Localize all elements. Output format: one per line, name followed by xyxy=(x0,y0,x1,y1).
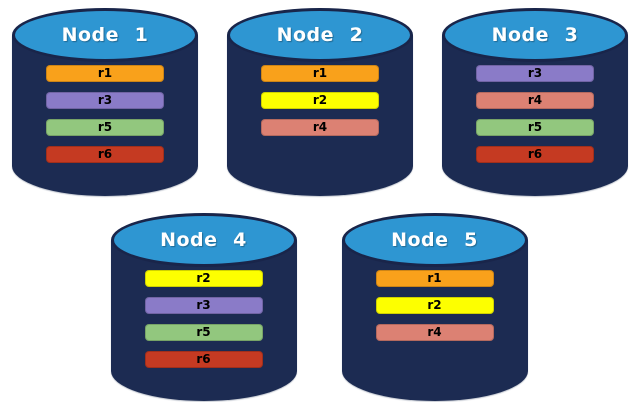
node-5: r1 r2 r4 Node 5 xyxy=(341,213,528,401)
replica-bar-r6: r6 xyxy=(144,351,263,368)
replica-label: r4 xyxy=(312,120,328,134)
replica-bar-r2: r2 xyxy=(375,297,494,314)
replica-bar-r6: r6 xyxy=(46,146,164,163)
bottom-row: r2 r3 r5 r6 Node 4 r1 r2 r4 Node 5 xyxy=(0,213,638,401)
replica-bar-r5: r5 xyxy=(144,324,263,341)
node-2: r1 r2 r4 Node 2 xyxy=(227,8,413,196)
replica-bar-r5: r5 xyxy=(476,119,594,136)
cylinder-body xyxy=(341,240,528,401)
node-title: Node 2 xyxy=(276,24,364,46)
replica-list: r1 r3 r5 r6 xyxy=(12,65,198,173)
replica-bar-r1: r1 xyxy=(46,65,164,82)
replica-bar-r2: r2 xyxy=(144,270,263,287)
replica-label: r3 xyxy=(527,66,543,80)
cylinder-top: Node 1 xyxy=(12,8,198,62)
replica-label: r1 xyxy=(427,271,442,285)
node-title: Node 4 xyxy=(160,229,247,251)
replica-label: r2 xyxy=(427,298,442,312)
node-title: Node 3 xyxy=(491,24,579,46)
replica-list: r2 r3 r5 r6 xyxy=(111,270,297,378)
cylinder-top: Node 3 xyxy=(442,8,628,62)
node-title: Node 1 xyxy=(61,24,149,46)
replica-label: r3 xyxy=(196,298,211,312)
cylinder-top: Node 2 xyxy=(227,8,413,62)
cylinder-top: Node 4 xyxy=(110,213,297,267)
replica-label: r1 xyxy=(97,66,113,80)
replica-label: r6 xyxy=(527,147,543,161)
replica-list: r1 r2 r4 xyxy=(227,65,413,146)
replica-bar-r1: r1 xyxy=(375,270,494,287)
replica-bar-r4: r4 xyxy=(375,324,494,341)
node-1: r1 r3 r5 r6 Node 1 xyxy=(12,8,198,196)
replica-label: r4 xyxy=(527,93,543,107)
replica-bar-r2: r2 xyxy=(261,92,379,109)
cylinder-top: Node 5 xyxy=(341,213,528,267)
replica-bar-r3: r3 xyxy=(46,92,164,109)
cylinder-body xyxy=(110,240,297,401)
node-4: r2 r3 r5 r6 Node 4 xyxy=(110,213,297,401)
replica-bar-r4: r4 xyxy=(476,92,594,109)
replica-label: r4 xyxy=(427,325,442,339)
node-title: Node 5 xyxy=(391,229,478,251)
replica-label: r5 xyxy=(97,120,113,134)
replica-label: r6 xyxy=(97,147,113,161)
replica-bar-r4: r4 xyxy=(261,119,379,136)
top-row: r1 r3 r5 r6 Node 1 r1 r2 r4 Node 2 r3 r4 r5 r6 N… xyxy=(12,8,628,196)
replica-list: r3 r4 r5 r6 xyxy=(442,65,628,173)
replica-bar-r3: r3 xyxy=(144,297,263,314)
replica-label: r6 xyxy=(196,352,211,366)
replica-bar-r6: r6 xyxy=(476,146,594,163)
replica-bar-r5: r5 xyxy=(46,119,164,136)
replica-bar-r1: r1 xyxy=(261,65,379,82)
replica-label: r1 xyxy=(312,66,328,80)
replica-label: r2 xyxy=(196,271,211,285)
replica-label: r5 xyxy=(527,120,543,134)
replica-bar-r3: r3 xyxy=(476,65,594,82)
replica-label: r5 xyxy=(196,325,211,339)
replica-label: r2 xyxy=(312,93,328,107)
replica-label: r3 xyxy=(97,93,113,107)
node-3: r3 r4 r5 r6 Node 3 xyxy=(442,8,628,196)
replica-list: r1 r2 r4 xyxy=(342,270,528,351)
